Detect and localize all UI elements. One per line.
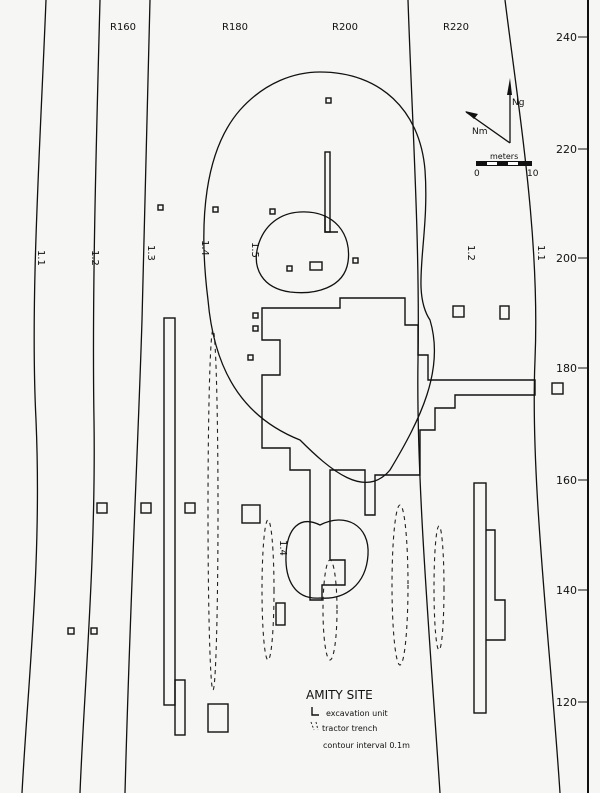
- northing-label: 140: [556, 584, 577, 597]
- easting-label: R180: [222, 22, 248, 33]
- scale-max: 10: [527, 169, 539, 179]
- scale-min: 0: [474, 169, 480, 179]
- contour-label: 1.1: [535, 245, 546, 261]
- scale-unit: meters: [490, 152, 518, 161]
- legend: AMITY SITE excavation unit tractor trenc…: [306, 688, 410, 750]
- northing-label: 180: [556, 362, 577, 375]
- legend-tractor-trench: tractor trench: [322, 724, 377, 733]
- contour-label: 1.2: [89, 250, 100, 266]
- northing-label: 160: [556, 474, 577, 487]
- contour-label: 1.1: [35, 250, 46, 266]
- northing-label: 240: [556, 31, 577, 44]
- tractor-trench-symbol: [310, 721, 319, 731]
- north-arrow: Ng Nm: [465, 78, 524, 144]
- northing-axis: 240 220 200 180 160 140 120: [556, 0, 589, 793]
- tractor-trenches: [207, 329, 445, 691]
- contour-label: 1.4: [277, 540, 288, 556]
- easting-labels: R160 R180 R200 R220: [110, 22, 469, 33]
- easting-label: R220: [443, 22, 469, 33]
- legend-contour-interval: contour interval 0.1m: [323, 741, 410, 750]
- scale-bar: meters 0 10: [474, 152, 539, 179]
- legend-title: AMITY SITE: [306, 688, 373, 702]
- excavation-unit-symbol: [311, 707, 319, 716]
- excavation-units: [67, 97, 564, 736]
- northing-label: 200: [556, 252, 577, 265]
- northing-label: 120: [556, 696, 577, 709]
- contour-label: 1.5: [249, 242, 260, 258]
- contour-label: 1.4: [199, 240, 210, 256]
- northing-label: 220: [556, 143, 577, 156]
- grid-north-label: Ng: [512, 98, 524, 108]
- contour-label: 1.3: [145, 245, 156, 261]
- contour-label: 1.2: [465, 245, 476, 261]
- magnetic-north-label: Nm: [472, 127, 488, 137]
- easting-label: R200: [332, 22, 358, 33]
- contour-lines: 1.1 1.2 1.3 1.4 1.5 1.2 1.1 1.4: [21, 0, 561, 793]
- legend-excavation-unit: excavation unit: [326, 709, 388, 718]
- easting-label: R160: [110, 22, 136, 33]
